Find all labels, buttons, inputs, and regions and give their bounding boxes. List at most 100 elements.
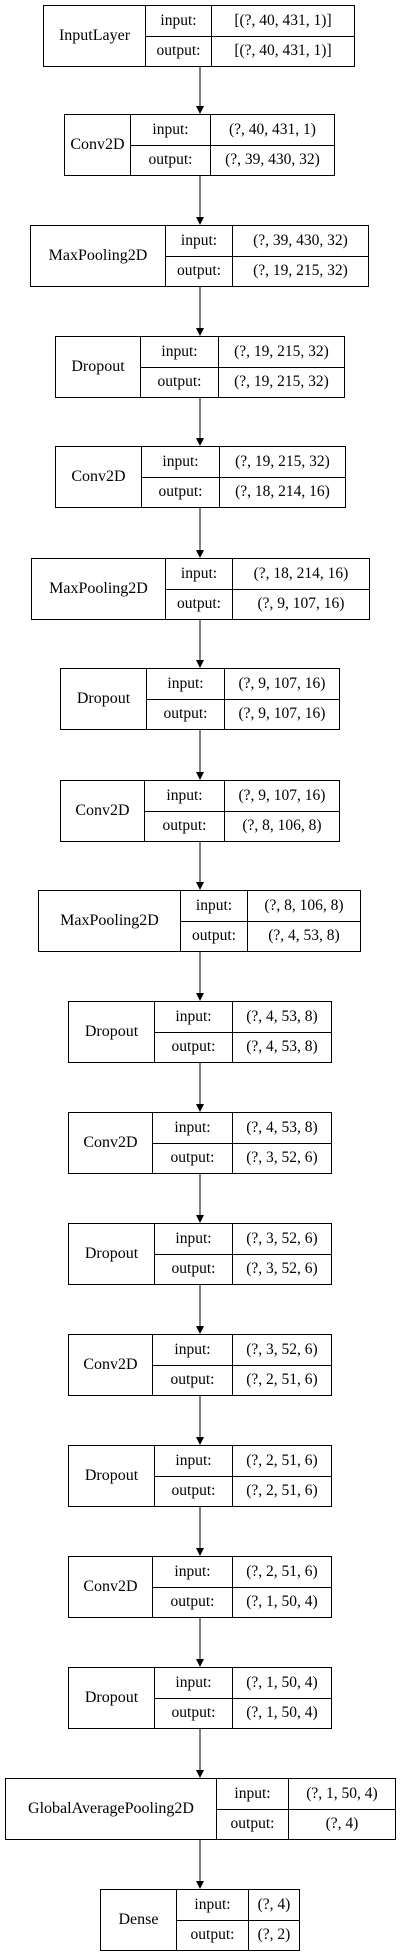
layer-name: GlobalAveragePooling2D bbox=[6, 1779, 217, 1839]
layer-name: Conv2D bbox=[69, 1113, 153, 1173]
io-labels: input:output: bbox=[147, 669, 225, 729]
input-shape: (?, 18, 214, 16) bbox=[233, 559, 369, 590]
layer-name: Conv2D bbox=[65, 115, 131, 175]
layer-name: InputLayer bbox=[44, 6, 146, 66]
layer-name: Dropout bbox=[69, 1002, 155, 1062]
io-shapes: (?, 18, 214, 16) (?, 9, 107, 16) bbox=[233, 559, 369, 619]
output-label: output: bbox=[230, 1815, 275, 1833]
io-shapes: (?, 3, 52, 6)(?, 2, 51, 6) bbox=[233, 1335, 331, 1395]
io-shapes: (?, 39, 430, 32)(?, 19, 215, 32) bbox=[233, 226, 368, 286]
input-shape: (?, 2, 51, 6) bbox=[233, 1446, 331, 1477]
output-shape: (?, 9, 107, 16) bbox=[257, 595, 345, 613]
output-shape: (?, 8, 106, 8) bbox=[242, 817, 322, 835]
io-shapes: (?, 1, 50, 4)(?, 4) bbox=[289, 1779, 395, 1839]
io-labels: input:output: bbox=[131, 115, 211, 175]
io-shapes: (?, 19, 215, 32)(?, 18, 214, 16) bbox=[220, 447, 345, 507]
output-shape: (?, 19, 215, 32) bbox=[253, 262, 348, 280]
layer-name: Dropout bbox=[69, 1224, 155, 1284]
output-shape: [(?, 40, 431, 1)] bbox=[234, 42, 332, 60]
input-shape: (?, 3, 52, 6) bbox=[233, 1224, 331, 1255]
io-labels: input:output: bbox=[153, 1557, 233, 1617]
input-label: input: bbox=[217, 1779, 288, 1810]
input-shape: (?, 4, 53, 8) bbox=[233, 1113, 331, 1144]
io-shapes: (?, 9, 107, 16) (?, 9, 107, 16) bbox=[225, 669, 339, 729]
input-shape: (?, 19, 215, 32) bbox=[220, 447, 345, 478]
input-shape: (?, 1, 50, 4) bbox=[233, 1668, 331, 1699]
layer-name: Conv2D bbox=[61, 781, 145, 841]
input-label: input: bbox=[166, 226, 232, 257]
input-label: input: bbox=[177, 1890, 248, 1921]
layer-name: MaxPooling2D bbox=[32, 559, 166, 619]
io-labels: input:output: bbox=[141, 337, 219, 397]
input-label: input: bbox=[153, 1557, 232, 1588]
io-shapes: (?, 2, 51, 6) (?, 2, 51, 6) bbox=[233, 1446, 331, 1506]
input-label: input: bbox=[131, 115, 210, 146]
input-label: input: bbox=[145, 781, 224, 812]
output-shape: (?, 9, 107, 16) bbox=[238, 705, 326, 723]
io-shapes: (?, 9, 107, 16) (?, 8, 106, 8) bbox=[225, 781, 339, 841]
output-label: output: bbox=[192, 927, 236, 945]
input-shape: (?, 4, 53, 8) bbox=[233, 1002, 331, 1033]
output-label: output: bbox=[163, 705, 208, 723]
io-shapes: (?, 4, 53, 8)(?, 4, 53, 8) bbox=[233, 1002, 331, 1062]
io-labels: input:output: bbox=[153, 1335, 233, 1395]
output-label: output: bbox=[177, 595, 221, 613]
layer-name: Dropout bbox=[61, 669, 147, 729]
layer-name: Dropout bbox=[69, 1446, 155, 1506]
output-label: output: bbox=[171, 1260, 216, 1278]
io-shapes: (?, 4, 53, 8) (?, 3, 52, 6) bbox=[233, 1113, 331, 1173]
output-label: output: bbox=[156, 42, 201, 60]
io-shapes: (?, 1, 50, 4)(?, 1, 50, 4) bbox=[233, 1668, 331, 1728]
io-labels: input: output: bbox=[155, 1224, 233, 1284]
output-shape: (?, 2, 51, 6) bbox=[246, 1371, 318, 1389]
output-shape: (?, 19, 215, 32) bbox=[234, 373, 329, 391]
input-shape: (?, 8, 106, 8) bbox=[248, 891, 360, 922]
output-label: output: bbox=[177, 262, 221, 280]
output-shape: (?, 3, 52, 6) bbox=[246, 1149, 318, 1167]
input-label: input: bbox=[142, 447, 219, 478]
layer-name: MaxPooling2D bbox=[39, 891, 181, 951]
io-labels: input:output: bbox=[145, 781, 225, 841]
input-shape: (?, 19, 215, 32) bbox=[219, 337, 344, 368]
io-shapes: (?, 2, 51, 6)(?, 1, 50, 4) bbox=[233, 1557, 331, 1617]
output-label: output: bbox=[170, 1149, 215, 1167]
output-label: output: bbox=[171, 1482, 216, 1500]
io-shapes: (?, 40, 431, 1)(?, 39, 430, 32) bbox=[211, 115, 334, 175]
output-shape: (?, 1, 50, 4) bbox=[246, 1593, 318, 1611]
io-labels: input: output: bbox=[146, 6, 212, 66]
input-label: input: bbox=[155, 1224, 232, 1255]
io-shapes: (?, 3, 52, 6)(?, 3, 52, 6) bbox=[233, 1224, 331, 1284]
input-label: input: bbox=[153, 1113, 232, 1144]
io-labels: input:output: bbox=[155, 1668, 233, 1728]
output-label: output: bbox=[157, 373, 202, 391]
io-labels: input:output: bbox=[177, 1890, 249, 1950]
input-shape: [(?, 40, 431, 1)] bbox=[212, 6, 354, 37]
output-label: output: bbox=[158, 483, 203, 501]
output-shape: (?, 2, 51, 6) bbox=[246, 1482, 318, 1500]
layer-name: Conv2D bbox=[69, 1557, 153, 1617]
io-labels: input:output: bbox=[181, 891, 248, 951]
input-label: input: bbox=[155, 1668, 232, 1699]
input-shape: (?, 9, 107, 16) bbox=[225, 781, 339, 812]
input-label: input: bbox=[166, 559, 232, 590]
input-label: input: bbox=[146, 6, 211, 37]
input-shape: (?, 9, 107, 16) bbox=[225, 669, 339, 700]
layer-name: Dropout bbox=[69, 1668, 155, 1728]
io-labels: input: output: bbox=[166, 559, 233, 619]
output-shape: (?, 39, 430, 32) bbox=[225, 151, 320, 169]
output-shape: (?, 4) bbox=[325, 1815, 359, 1833]
